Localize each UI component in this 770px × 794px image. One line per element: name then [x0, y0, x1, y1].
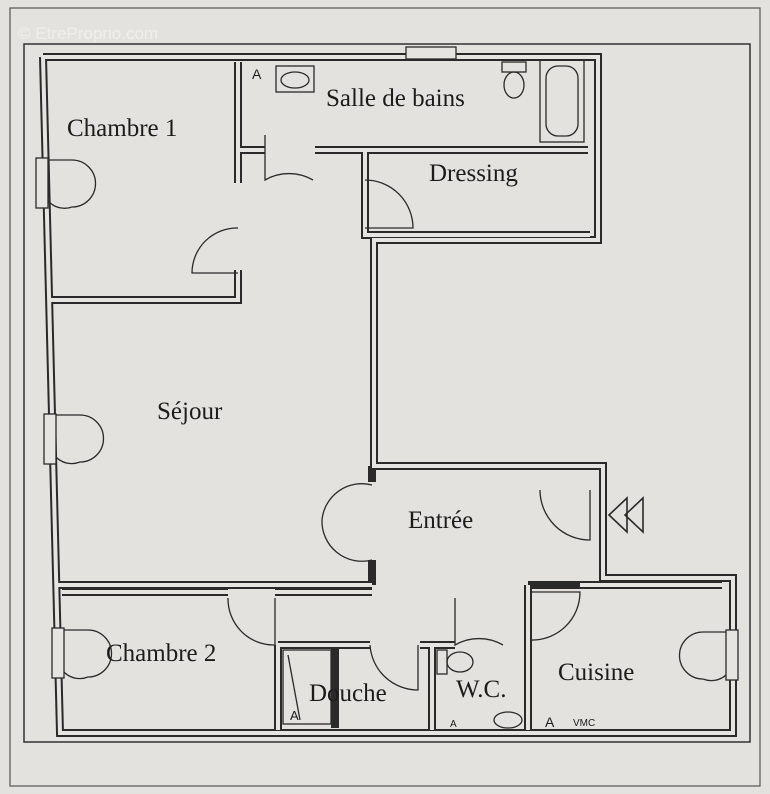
room-label-dressing: Dressing [429, 160, 518, 187]
doors [35, 46, 739, 691]
room-label-chambre2: Chambre 2 [106, 640, 217, 667]
fixtures [275, 59, 585, 729]
shower-icon [282, 649, 332, 725]
toilet-icon [501, 61, 527, 73]
entrance-arrow-icon [607, 496, 644, 534]
bathtub-icon [539, 59, 585, 143]
wc-sink-icon [493, 711, 523, 729]
marker-a-kitchen: A [545, 714, 555, 730]
sink-icon [275, 65, 315, 93]
marker-a-shower: A [290, 708, 299, 723]
marker-vmc: VMC [573, 718, 596, 729]
page-frame [9, 7, 761, 787]
room-label-salle-de-bains: Salle de bains [326, 85, 465, 112]
room-label-cuisine: Cuisine [558, 659, 635, 686]
outer-frame [23, 43, 751, 743]
marker-a-bathroom: A [252, 66, 262, 82]
watermark: © EtreProprio.com [18, 24, 159, 43]
marker-a-wc: A [450, 719, 457, 730]
walls [39, 53, 737, 737]
room-label-entree: Entrée [408, 507, 474, 534]
wc-toilet-icon [436, 649, 448, 675]
room-label-chambre1: Chambre 1 [67, 115, 178, 142]
room-label-douche: Douche [309, 680, 387, 707]
room-label-sejour: Séjour [157, 398, 223, 425]
room-label-wc: W.C. [456, 676, 507, 703]
